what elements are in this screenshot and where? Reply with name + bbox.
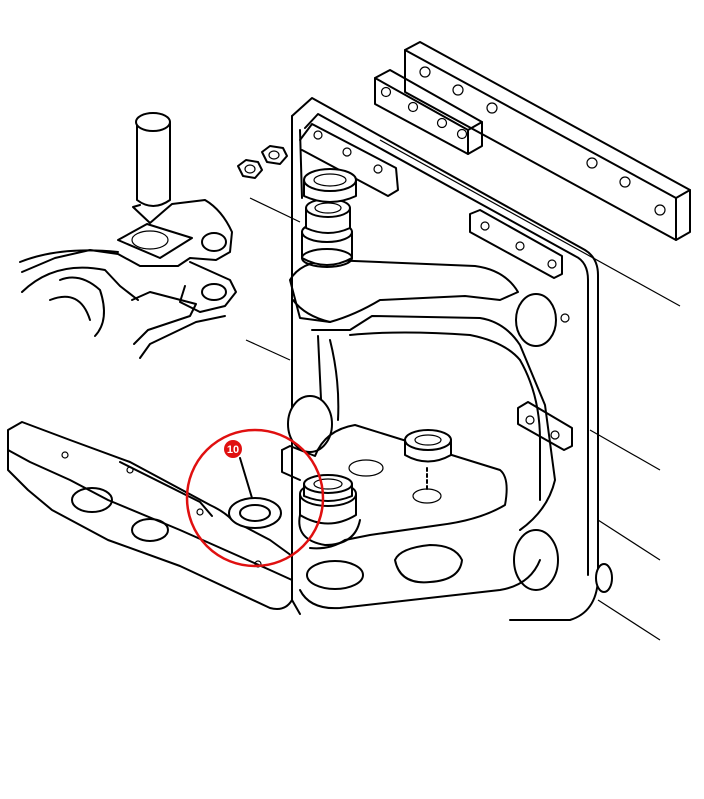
lower-arm-assembly — [281, 424, 541, 610]
callout-number: 10 — [227, 444, 239, 456]
upper-arm-assembly — [289, 168, 519, 323]
nuts — [237, 145, 288, 179]
callout-highlight: 10 — [185, 428, 325, 568]
left-bracket-arm — [7, 421, 293, 610]
washer-part — [228, 457, 282, 529]
rear-mounting-plates — [374, 41, 691, 241]
callout-badge[interactable] — [224, 440, 242, 458]
pin-assembly-background — [19, 112, 237, 359]
background-rails — [245, 139, 681, 641]
callout-circle — [185, 428, 325, 568]
